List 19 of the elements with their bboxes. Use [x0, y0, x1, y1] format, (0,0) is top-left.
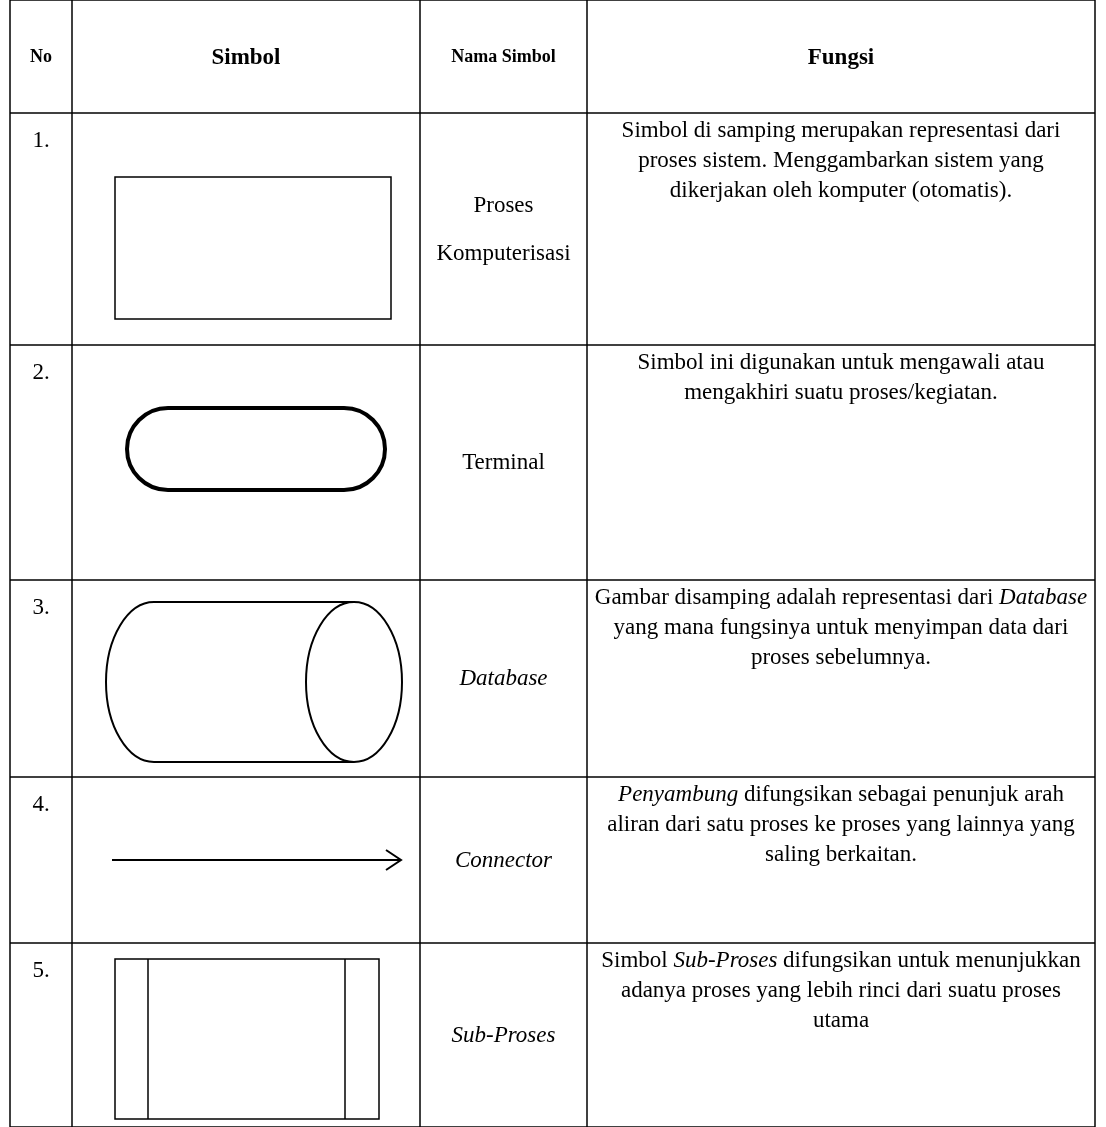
description-text: Simbol Sub-Proses difungsikan untuk menunjukkan adanya proses yang lebih rinci dari suatu proses utama: [600, 946, 1082, 1034]
row-number: 4.: [31, 790, 51, 818]
symbol-name: Terminal: [461, 448, 546, 477]
symbol-name: Proses Komputerisasi: [435, 190, 572, 267]
description-text: Simbol di samping merupakan representasi dari proses sistem. Menggambarkan sistem yang dikerjakan oleh komputer (otomatis).: [620, 116, 1062, 204]
description-text: Gambar disamping adalah representasi dari Database yang mana fungsinya untuk menyimpan data dari proses sebelumnya.: [593, 583, 1089, 671]
header-text: Fungsi: [806, 42, 876, 71]
header-text: Simbol: [210, 42, 282, 71]
description-text: Simbol ini digunakan untuk mengawali atau mengakhiri suatu proses/kegiatan.: [636, 348, 1046, 406]
row-number: 1.: [31, 126, 51, 154]
row-number: 3.: [31, 593, 51, 621]
symbol-name: Sub-Proses: [450, 1020, 557, 1049]
header-text: Nama Simbol: [450, 44, 557, 68]
row-number: 2.: [31, 358, 51, 386]
row-number: 5.: [31, 956, 51, 984]
symbol-name: Connector: [453, 845, 554, 874]
description-text: Penyambung difungsikan sebagai penunjuk arah aliran dari satu proses ke proses yang lainnya yang saling berkaitan.: [606, 780, 1076, 868]
symbol-name: Database: [458, 664, 549, 693]
header-text: No: [29, 44, 53, 68]
